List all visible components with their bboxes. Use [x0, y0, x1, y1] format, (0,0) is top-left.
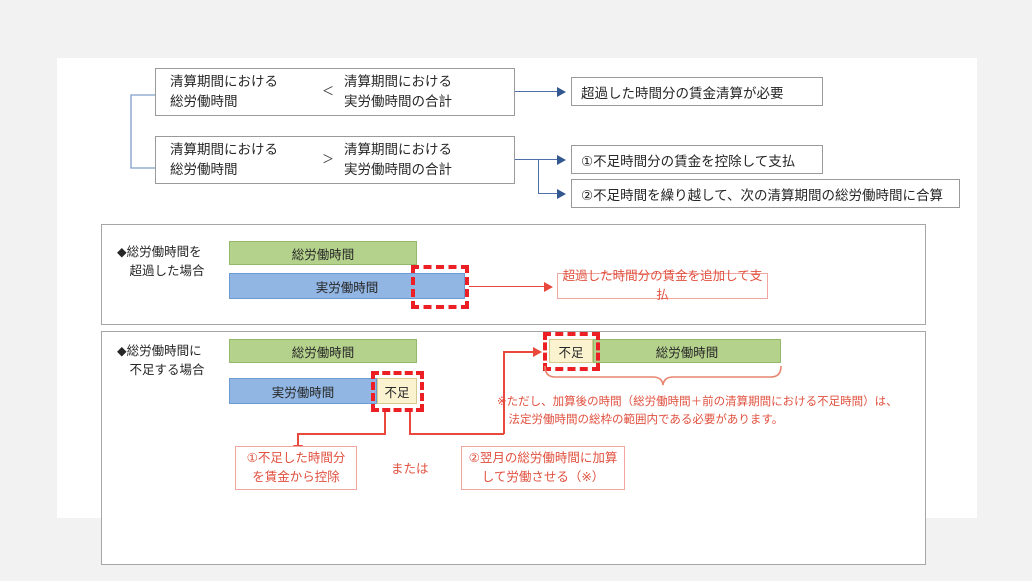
bar-actual-hours-over-label: 実労働時間	[315, 280, 379, 295]
comparison-box-row1: 清算期間における 総労働時間 < 清算期間における 実労働時間の合計	[155, 68, 515, 116]
option-separator-or: または	[391, 462, 429, 476]
arrow-row2-to-result2	[557, 189, 566, 199]
arrow-row1-to-result	[557, 87, 566, 97]
connector-shortage-right-horizontal	[409, 433, 504, 435]
comparison-row1-operator: <	[322, 81, 334, 102]
result-box-carry-over: ②不足時間を繰り越して、次の清算期間の総労働時間に合算	[571, 179, 960, 208]
bar-carryover-total: 総労働時間	[593, 339, 781, 363]
connector-row2-branch-bottom	[538, 193, 559, 195]
bar-actual-hours-over: 実労働時間	[229, 273, 465, 299]
result-over-settlement-label: 超過した時間分の賃金清算が必要	[581, 85, 784, 101]
connector-shortage-left-horizontal	[297, 433, 386, 435]
comparison-box-row2: 清算期間における 総労働時間 > 清算期間における 実労働時間の合計	[155, 136, 515, 184]
bar-actual-hours-short: 実労働時間	[229, 378, 377, 404]
connector-carryover-horizontal	[503, 351, 536, 353]
bar-total-hours-short-label: 総労働時間	[291, 345, 355, 360]
result-carry-over-label: ②不足時間を繰り越して、次の清算期間の総労働時間に合算	[581, 187, 944, 203]
connector-shortage-right-vertical	[409, 412, 411, 434]
option-deduct-from-wage-label: ①不足した時間分 を賃金から控除	[246, 451, 346, 484]
callout-extra-wage-payment: 超過した時間分の賃金を追加して支払	[557, 269, 768, 302]
connector-carryover-riser	[503, 351, 505, 434]
connector-excess-to-callout	[469, 286, 547, 288]
bar-carryover-shortage: 不足	[549, 339, 593, 363]
bar-total-hours-short: 総労働時間	[229, 339, 417, 363]
comparison-row1-left: 清算期間における 総労働時間	[170, 74, 278, 109]
option-box-add-next-month: ②翌月の総労働時間に加算 して労働させる（※）	[461, 446, 625, 490]
panel-shortage-caption: ◆総労働時間に 不足する場合	[117, 344, 205, 377]
comparison-row2-left: 清算期間における 総労働時間	[170, 142, 278, 177]
connector-shortage-left-vertical	[384, 412, 386, 434]
connector-row2-stub	[515, 159, 539, 161]
comparison-row2-operator: >	[322, 149, 334, 170]
panel-exceeded-caption: ◆総労働時間を 超過した場合	[117, 245, 205, 278]
option-box-deduct-from-wage: ①不足した時間分 を賃金から控除	[235, 446, 357, 490]
comparison-row1-right: 清算期間における 実労働時間の合計	[344, 74, 452, 109]
bar-actual-hours-short-label: 実労働時間	[271, 385, 335, 400]
arrow-row2-to-result1	[557, 155, 566, 165]
result-box-over-settlement: 超過した時間分の賃金清算が必要	[571, 77, 823, 106]
callout-extra-wage-payment-label: 超過した時間分の賃金を追加して支払	[562, 269, 763, 302]
bar-carryover-total-label: 総労働時間	[655, 345, 719, 360]
slide-content-area: 清算期間における 総労働時間 < 清算期間における 実労働時間の合計 清算期間に…	[57, 58, 977, 565]
result-deduct-wage-label: ①不足時間分の賃金を控除して支払	[581, 153, 796, 169]
bar-total-hours-over: 総労働時間	[229, 241, 417, 265]
carryover-brace	[544, 365, 782, 386]
connector-row2-vertical	[538, 159, 540, 194]
left-bracket-connector	[130, 94, 165, 169]
bar-total-hours-over-label: 総労働時間	[291, 247, 355, 262]
connector-row1-to-result	[515, 91, 559, 93]
carryover-legal-limit-note: ※ただし、加算後の時間（総労働時間＋前の清算期間における不足時間）は、 法定労働…	[497, 396, 898, 426]
bar-carryover-shortage-label: 不足	[558, 345, 584, 360]
result-box-deduct-wage: ①不足時間分の賃金を控除して支払	[571, 145, 823, 174]
connector-option1-vertical	[297, 433, 299, 446]
arrow-to-carryover-bar	[533, 347, 542, 357]
arrow-excess-to-callout	[544, 282, 553, 292]
bar-shortage-segment-label: 不足	[384, 385, 410, 400]
bar-shortage-segment: 不足	[377, 378, 417, 404]
connector-row2-branch-top	[538, 159, 559, 161]
option-add-next-month-label: ②翌月の総労働時間に加算 して労働させる（※）	[468, 451, 618, 484]
comparison-row2-right: 清算期間における 実労働時間の合計	[344, 142, 452, 177]
